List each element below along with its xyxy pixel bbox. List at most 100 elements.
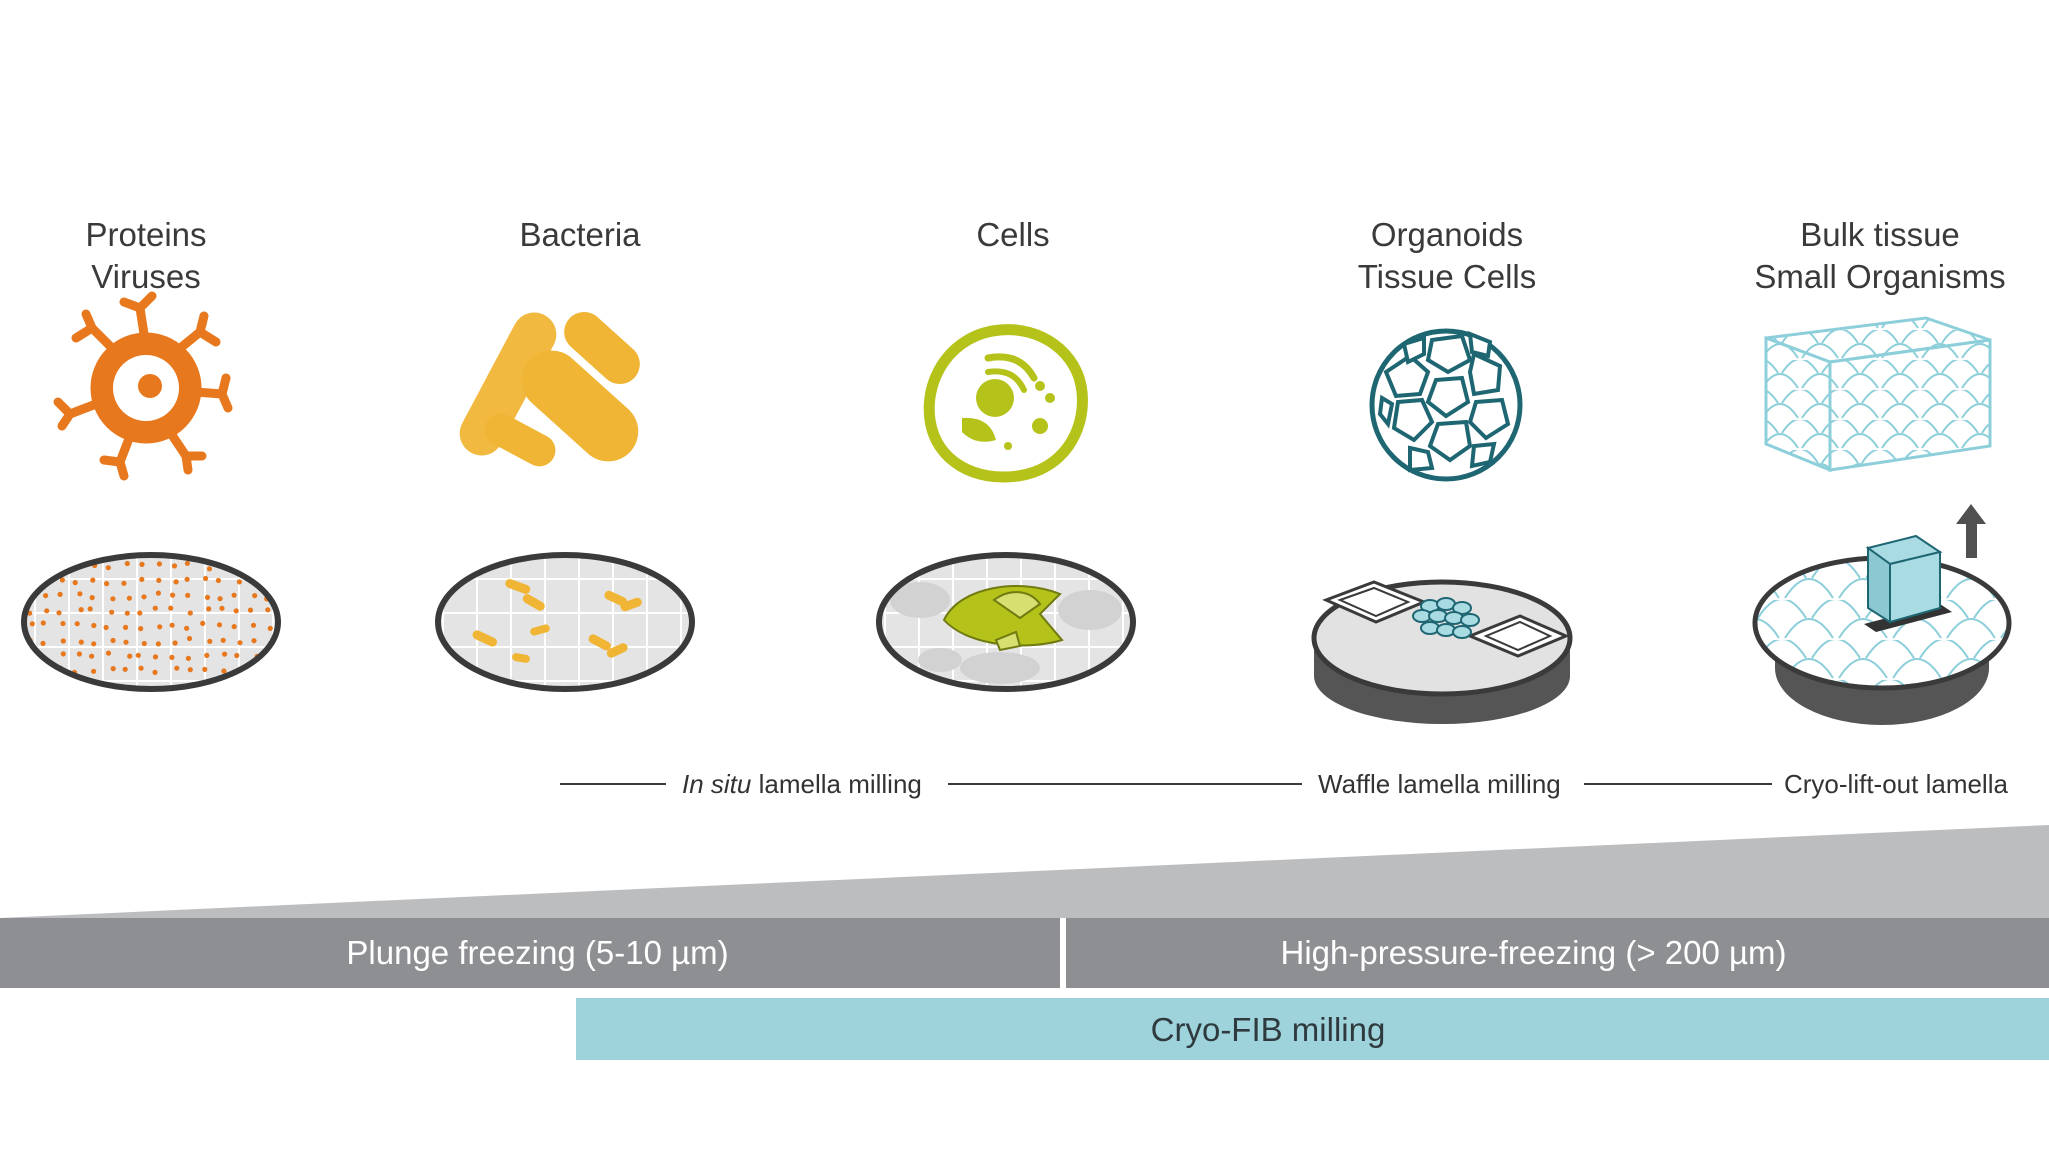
cryo-fib-milling-bar [576, 998, 2049, 1060]
protein-dot [122, 666, 128, 672]
protein-dot [60, 620, 66, 627]
protein-dot [135, 652, 141, 658]
protein-dot [59, 577, 65, 583]
protein-dot [221, 668, 227, 674]
protein-dot [152, 669, 158, 676]
protein-dot [72, 580, 78, 586]
protein-dot [90, 577, 96, 583]
plunge-freezing-label: Plunge freezing (5-10 µm) [346, 934, 729, 971]
protein-dot [220, 637, 226, 643]
category-organoids-tissue-cells: Organoids Tissue Cells [1357, 216, 1537, 295]
protein-dot [247, 607, 254, 613]
protein-dot [74, 621, 80, 627]
protein-dot [141, 640, 147, 647]
protein-dot [234, 652, 240, 659]
sample-thickness-wedge [0, 825, 2049, 918]
protein-dot [104, 581, 110, 587]
protein-dot [233, 608, 239, 614]
protein-dot [109, 609, 115, 615]
protein-dot [200, 620, 206, 627]
protein-dot [60, 651, 66, 657]
cell-icon [923, 324, 1088, 483]
protein-dot [123, 639, 129, 645]
protein-dot [87, 606, 93, 612]
up-arrow-icon [1956, 504, 1986, 558]
protein-dot [169, 654, 175, 661]
protein-dot [187, 610, 193, 616]
protein-dot [219, 605, 225, 611]
protein-dot [202, 666, 208, 673]
protein-dot [239, 561, 245, 567]
grid-disc-bacteria [435, 552, 695, 692]
protein-dot [254, 671, 260, 677]
protein-dot [203, 575, 209, 582]
protein-dot [91, 668, 97, 674]
protein-dot [237, 640, 243, 646]
protein-dot [40, 620, 46, 626]
protein-dot [231, 592, 237, 598]
protein-dot [44, 608, 50, 614]
protein-dot [27, 666, 33, 673]
protein-dot [266, 671, 272, 677]
protein-dot [206, 566, 213, 572]
protein-dot [91, 622, 97, 629]
protein-dot [266, 578, 273, 584]
protein-dot [124, 560, 130, 567]
protein-dot [204, 594, 211, 601]
protein-dot [171, 563, 178, 569]
protein-dot [265, 607, 271, 613]
protein-dot [217, 596, 223, 602]
protein-dot [27, 563, 33, 570]
bacteria-icon [459, 311, 640, 467]
protein-dot [89, 595, 95, 601]
protein-dot [110, 637, 116, 644]
protein-dot [174, 665, 180, 671]
protein-dot [222, 651, 228, 657]
protein-dot [110, 596, 116, 602]
protein-dot [184, 625, 190, 631]
protein-dot [110, 666, 116, 672]
waffle-lamella-label: Waffle lamella milling [1318, 769, 1561, 799]
protein-dot [139, 576, 145, 583]
protein-dot [155, 590, 161, 596]
protein-dot [40, 561, 46, 568]
grid-disc-proteins [21, 552, 281, 692]
protein-dot [231, 624, 237, 630]
protein-dot [43, 593, 49, 599]
protein-dot [60, 638, 66, 644]
protein-dot [24, 581, 30, 587]
protein-dot [78, 639, 84, 645]
protein-dot [250, 563, 256, 569]
protein-dot [121, 580, 127, 586]
protein-dot [77, 591, 83, 597]
protein-dot [185, 592, 191, 599]
protein-dot [57, 591, 63, 598]
protein-dot [156, 577, 162, 584]
protein-dot [215, 577, 221, 584]
protein-dot [141, 594, 147, 600]
protein-dot [78, 607, 84, 613]
protein-dot [29, 621, 35, 627]
protein-dot [152, 654, 159, 660]
protein-dot [170, 592, 176, 598]
protein-dot [252, 593, 258, 599]
protein-dot [187, 667, 193, 673]
protein-dot [40, 640, 46, 647]
protein-dot [156, 561, 162, 567]
cryo-lift-out-label: Cryo-lift-out lamella [1784, 769, 2008, 799]
protein-dot [105, 650, 112, 656]
protein-dot [42, 668, 48, 674]
category-bacteria: Bacteria [519, 216, 641, 253]
protein-dot [184, 560, 190, 566]
protein-dot [103, 624, 109, 631]
protein-dot [268, 562, 274, 568]
cryo-fib-milling-label: Cryo-FIB milling [1150, 1011, 1386, 1048]
tissue-block-icon [1764, 316, 1992, 473]
protein-dot [58, 563, 65, 569]
protein-dot [168, 605, 174, 611]
plunge-freezing-bar [0, 918, 1060, 988]
protein-dot [186, 635, 193, 642]
protein-dot [250, 622, 257, 628]
